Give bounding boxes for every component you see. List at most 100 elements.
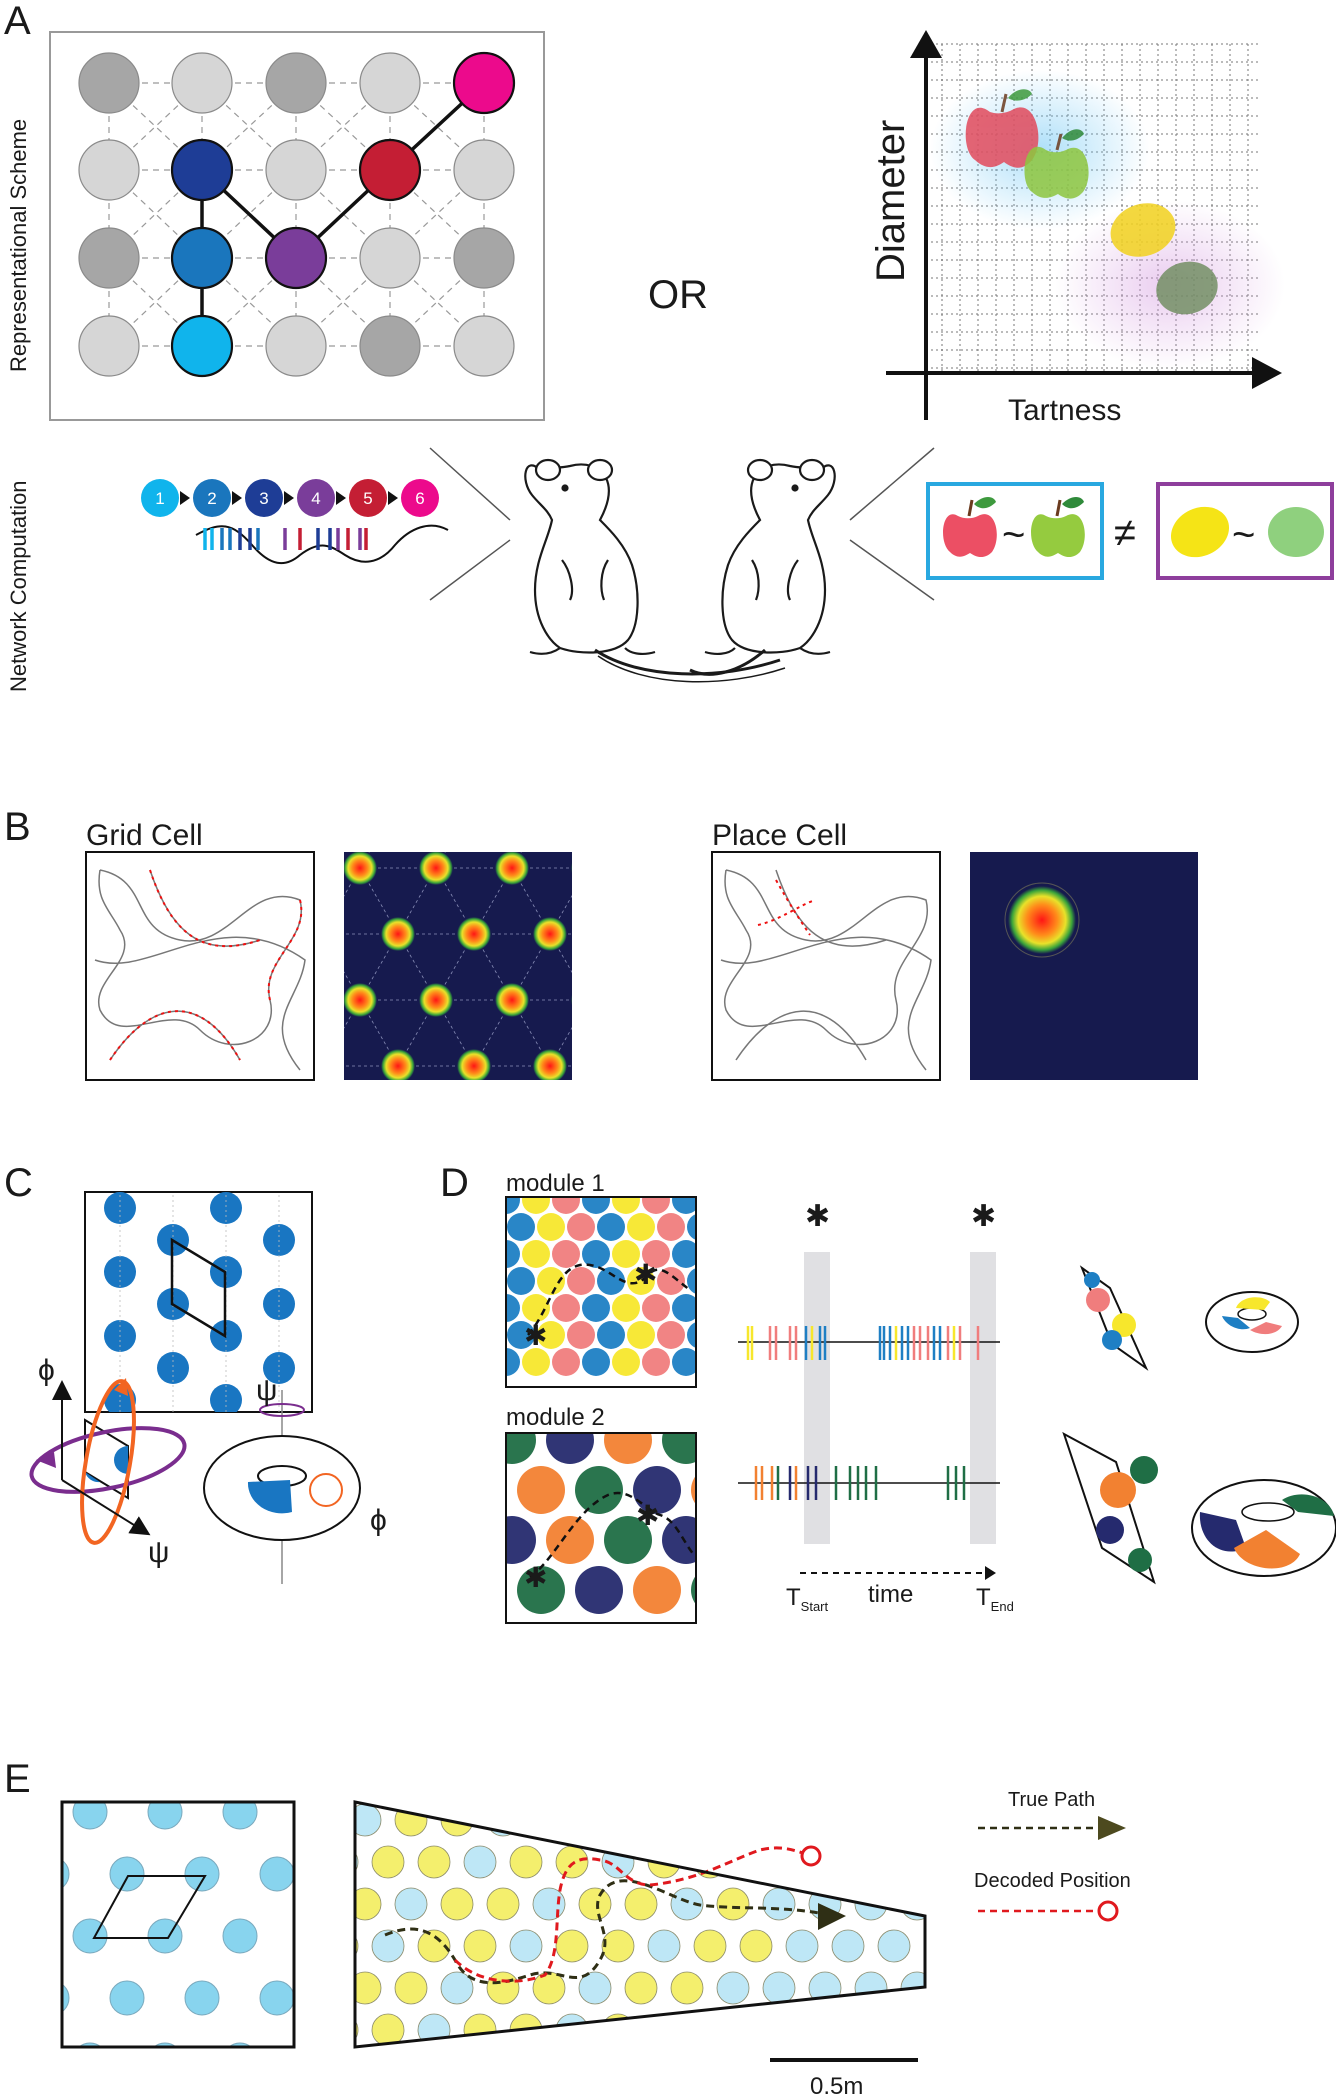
module-1-field [612, 1197, 640, 1214]
module-1-field [537, 1267, 565, 1295]
lattice-edge [626, 802, 664, 868]
module-1-field [702, 1186, 730, 1214]
apple-similar-symbol: ~ [1002, 513, 1025, 557]
e-grid-field [877, 1929, 911, 1963]
e-grid-field [670, 1803, 704, 1837]
grid-field [495, 983, 529, 1017]
module-1-field [567, 1213, 595, 1241]
module-1-field [612, 1348, 640, 1376]
module-1-field [642, 1197, 670, 1214]
module-1-field [717, 1267, 745, 1295]
network-node [78, 52, 140, 114]
module-1-field [506, 1240, 520, 1268]
grid-field [263, 1160, 295, 1192]
citrus-similarity-box: ~ [1156, 482, 1334, 580]
module-1-field [597, 1321, 625, 1349]
e-grid-field [578, 1803, 612, 1837]
e-grid-field [532, 1887, 566, 1921]
network-node [170, 226, 234, 290]
grid-field [104, 1128, 136, 1160]
e-grid-field [786, 1762, 818, 1794]
sequence-node-4 [297, 479, 335, 517]
e-grid-field [298, 1919, 332, 1953]
grid-field [419, 1115, 453, 1149]
grid-field [533, 785, 567, 819]
grid-lattice-map [51, 1128, 401, 1576]
module-1-field [672, 1197, 696, 1214]
grid-field [316, 1320, 348, 1352]
grid-field [609, 785, 643, 819]
module-1-field [522, 1348, 550, 1376]
module-1-field [627, 1321, 655, 1349]
e-grid-field [831, 2013, 865, 2047]
grid-field [263, 1544, 295, 1576]
panel-b-label: B [4, 805, 31, 849]
grid-field [381, 1049, 415, 1080]
module-2-field [546, 1516, 594, 1564]
module-1-field [582, 1348, 610, 1376]
lemon-icon [1110, 203, 1176, 257]
e-grid-field [923, 2013, 925, 2047]
module-1-field [597, 1213, 625, 1241]
grid-field [316, 1192, 348, 1224]
module-1-field [687, 1159, 715, 1187]
module-2-field [604, 1516, 652, 1564]
e-grid-field [923, 1929, 925, 1963]
e-trapezoid-environment [303, 1762, 927, 2049]
grid-field [369, 1160, 401, 1192]
e-grid-field [260, 1733, 294, 1767]
start-marker-icon-2: ✱ [524, 1562, 547, 1593]
psi-torus-label: ψ [256, 1374, 277, 1407]
module-1-field [537, 1213, 565, 1241]
module-1-field [657, 1213, 685, 1241]
time-axis-label: time [868, 1581, 913, 1608]
network-nodes [78, 51, 516, 378]
e-grid-field [355, 1929, 359, 1963]
sequence-node-5 [349, 479, 387, 517]
module-1-torus [1205, 1291, 1299, 1353]
e-grid-field [222, 1918, 258, 1954]
e-grid-field [303, 1972, 335, 2004]
grid-field [316, 1384, 348, 1416]
e-grid-field [877, 1845, 911, 1879]
module-1-unit-cell [1079, 1265, 1149, 1371]
e-grid-field [900, 1803, 925, 1837]
panel-d-label: D [440, 1161, 469, 1205]
e-grid-field [222, 1802, 258, 1830]
lattice-edge [626, 1132, 664, 1198]
lattice-edge [626, 868, 664, 934]
grid-field [343, 1115, 377, 1149]
e-grid-field [259, 1856, 294, 1892]
y-axis-label: Diameter [869, 120, 913, 282]
end-marker-icon: ✱ [634, 1259, 657, 1290]
sequence-node-label: 3 [259, 489, 268, 508]
sequence-node-label: 2 [207, 489, 216, 508]
sequence-arrow [336, 491, 346, 505]
e-grid-field [693, 1929, 727, 1963]
grid-field [316, 1256, 348, 1288]
grid-field [51, 1224, 83, 1256]
grid-cell-trajectory [85, 851, 315, 1081]
e-grid-field [335, 1733, 369, 1767]
oscillation-trace [195, 524, 449, 565]
feature-space-plot: Diameter Tartness [869, 30, 1285, 427]
e-grid-field [72, 1802, 108, 1830]
module-1-title: module 1 [506, 1170, 605, 1197]
apple-similarity-box: ~ [926, 482, 1104, 580]
lime-icon [1156, 261, 1218, 315]
e-grid-field [303, 1888, 335, 1920]
grid-field [210, 1128, 242, 1160]
module-1-field [582, 1197, 610, 1214]
e-grid-field [463, 1845, 497, 1879]
e-legend: True Path Decoded Position [974, 1789, 1131, 1922]
grid-field [344, 983, 377, 1017]
e-grid-field [418, 1762, 450, 1794]
module-2-field [662, 1433, 696, 1464]
network-node [359, 227, 421, 289]
network-node [265, 315, 327, 377]
e-grid-field [35, 1733, 69, 1767]
e-grid-field [716, 1887, 750, 1921]
module-1-field [522, 1197, 550, 1214]
e-grid-field [785, 1929, 819, 1963]
legend-decoded-label: Decoded Position [974, 1870, 1131, 1892]
